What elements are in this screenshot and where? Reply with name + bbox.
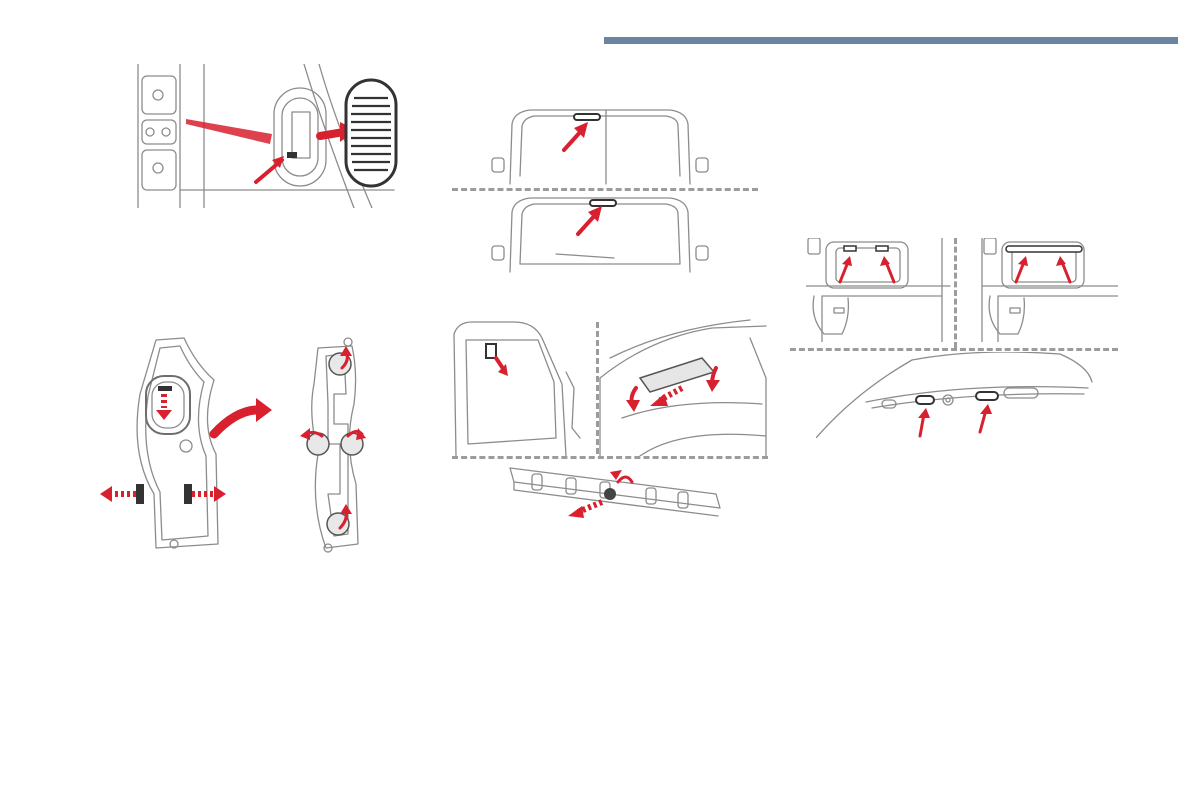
header-accent-bar	[604, 37, 1178, 44]
divider-dashed-plate-lights	[954, 238, 957, 348]
rear-light-cover-removal-illustration	[124, 64, 406, 208]
divider-dashed-bulb-strip	[452, 456, 768, 459]
divider-dashed-tailgate	[596, 322, 599, 454]
underside-lamp-illustration	[816, 352, 1106, 438]
lamp-holder-bulb-illustration	[96, 334, 386, 556]
divider-dashed-underside	[790, 348, 1118, 351]
brake-light-bulb-strip-illustration	[506, 460, 724, 522]
number-plate-light-illustration	[806, 238, 1118, 342]
tailgate-brake-light-access-illustration	[450, 318, 770, 456]
third-brake-light-window-illustration	[490, 104, 712, 280]
divider-dashed-screen	[452, 188, 758, 191]
